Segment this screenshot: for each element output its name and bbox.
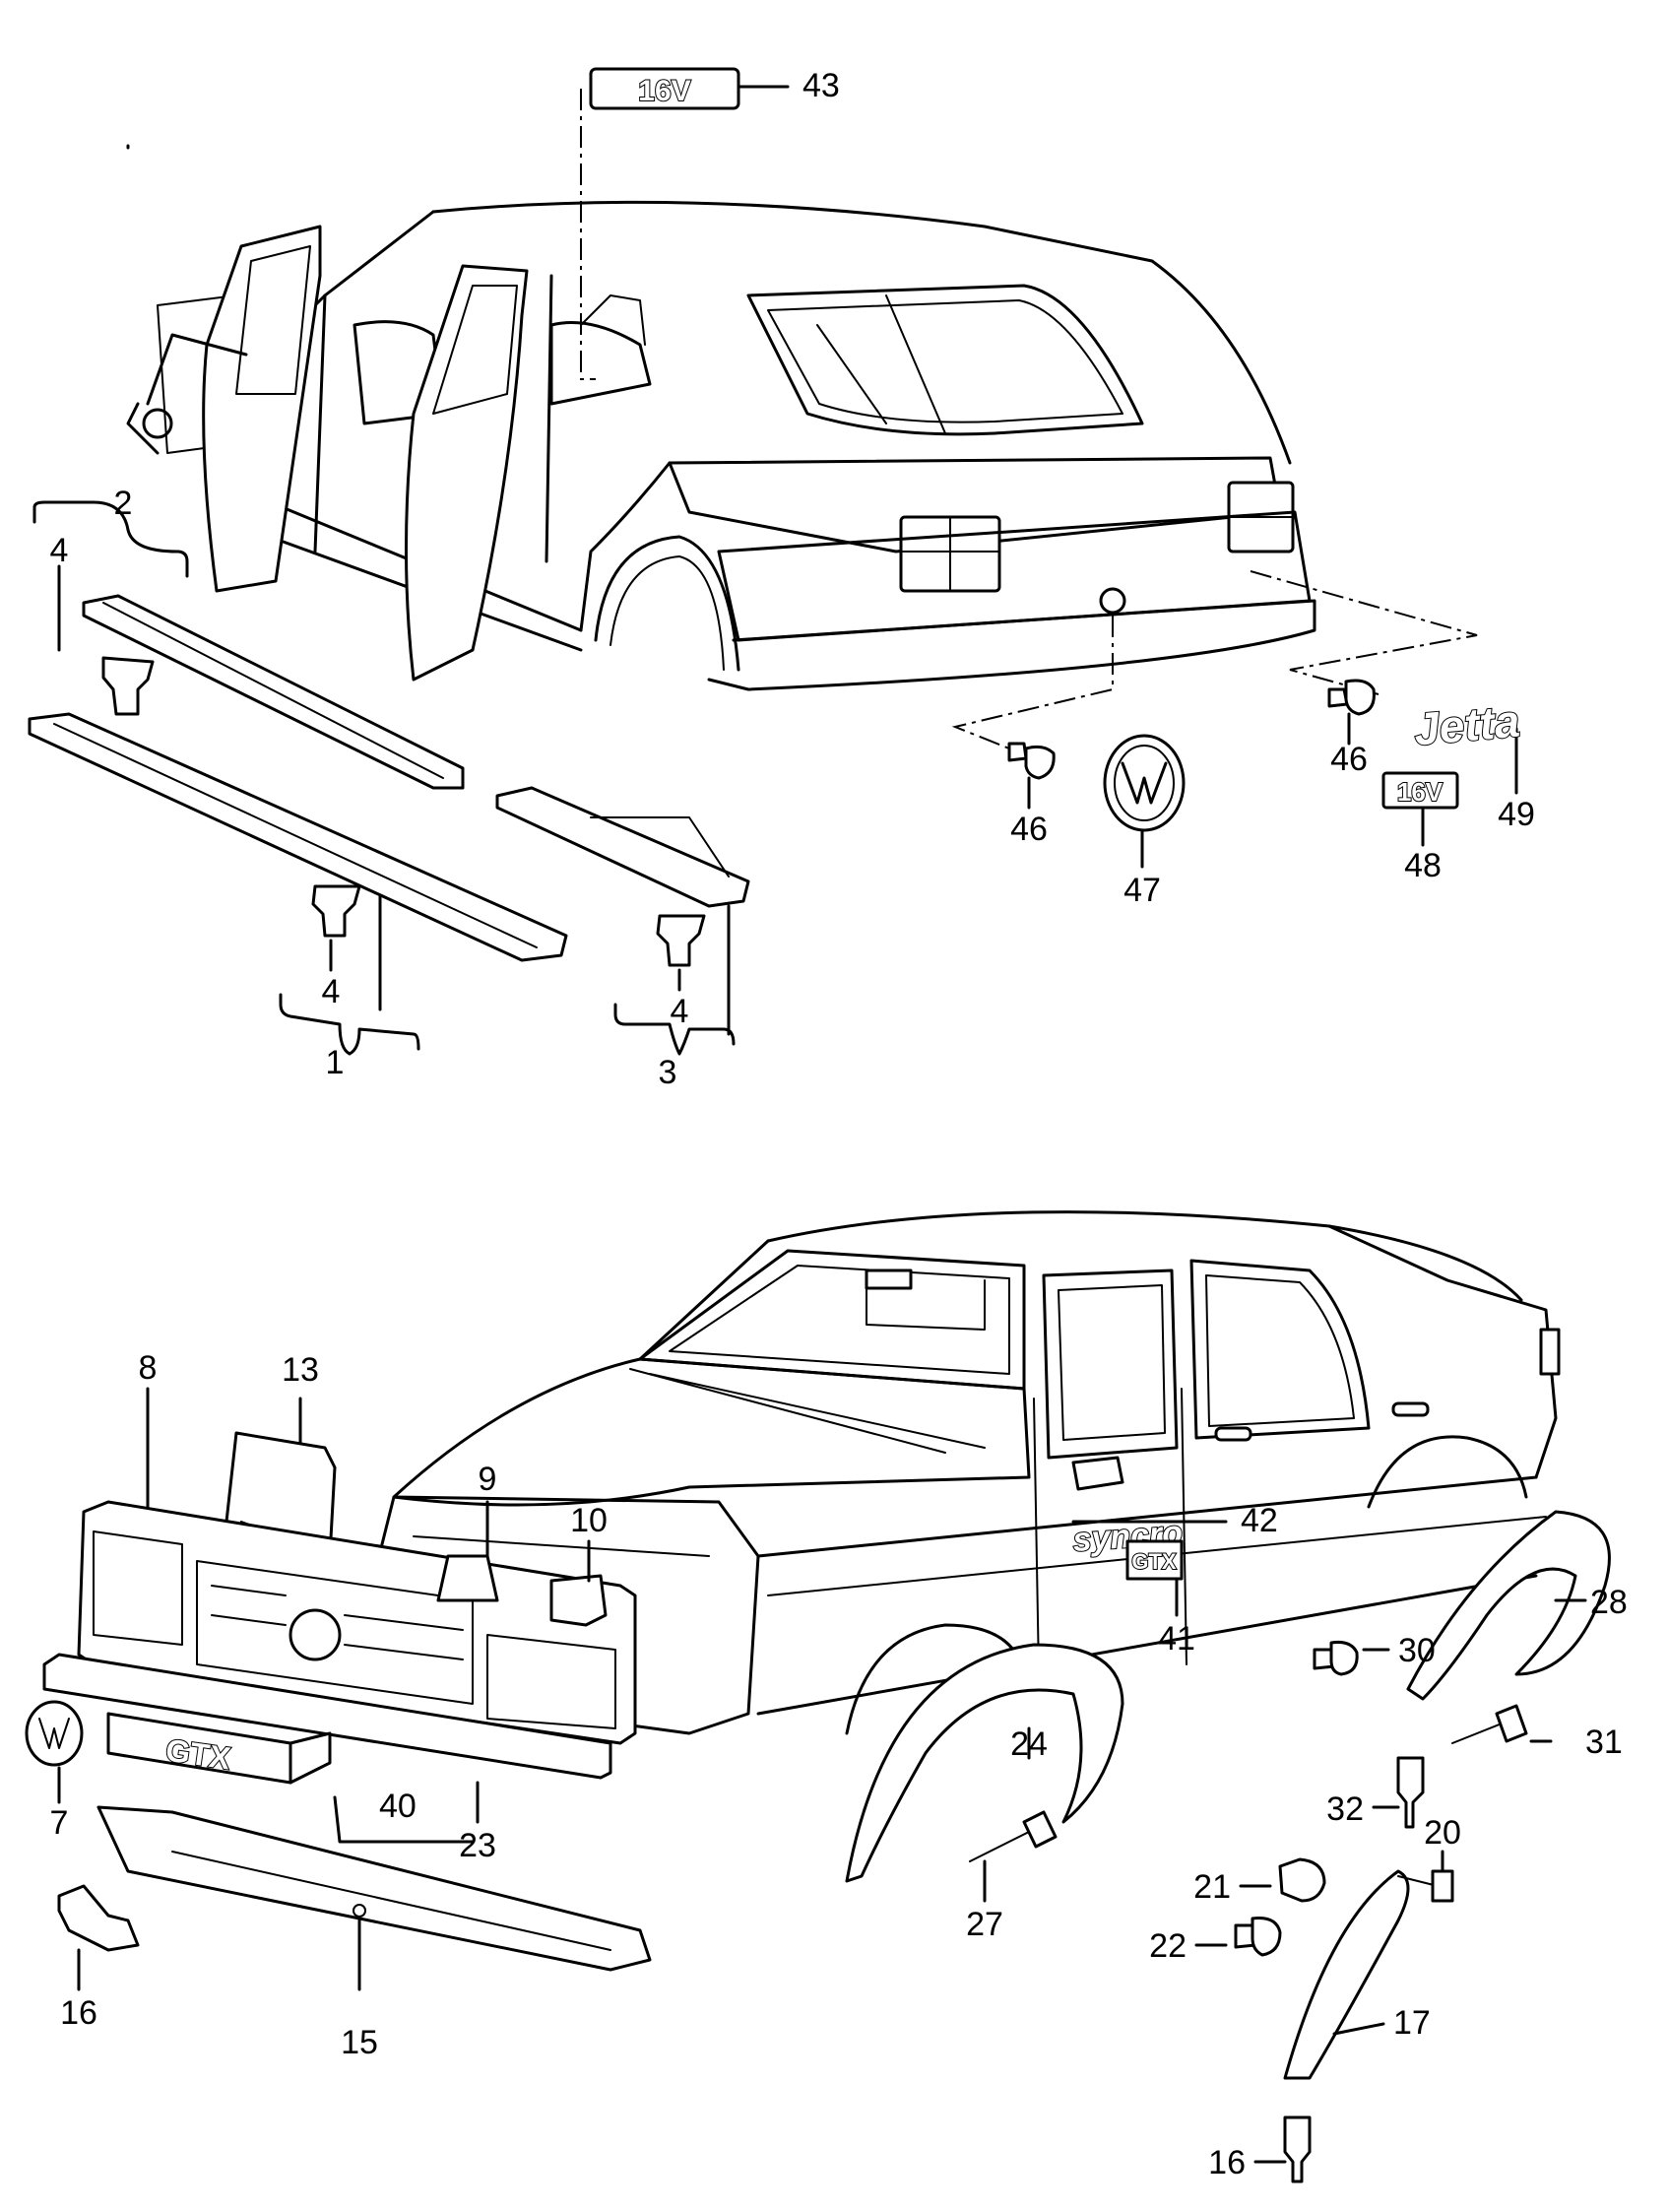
callout-4-b: 4 xyxy=(322,973,341,1010)
script-jetta-text: Jetta xyxy=(1412,694,1522,754)
callout-3: 3 xyxy=(659,1054,677,1091)
spoiler-15 xyxy=(96,1805,652,1972)
badge-16v-top: 16V xyxy=(589,67,740,110)
rear-car-body xyxy=(126,200,1316,691)
callout-24: 22 xyxy=(1149,1927,1187,1965)
callout-21: 16 xyxy=(1208,2144,1246,2181)
grommet-46-b xyxy=(1327,679,1376,716)
sill-trim-1 xyxy=(28,712,568,962)
trim-strip-17 xyxy=(42,1653,612,1780)
callout-17: 23 xyxy=(459,1827,496,1864)
callout-labels: 2 4 4 4 1 3 43 46 46 47 48 49 13 8 9 10 … xyxy=(50,67,1628,2181)
callout-13: 13 xyxy=(282,1351,319,1389)
callout-32: 31 xyxy=(1585,1724,1623,1761)
grommet-23 xyxy=(1278,1857,1326,1903)
callout-2: 2 xyxy=(114,485,133,522)
wheel-flare-30 xyxy=(1406,1510,1611,1701)
callout-27: 24 xyxy=(1010,1725,1048,1763)
rivet-22 xyxy=(1397,1869,1454,1903)
front-car-body xyxy=(372,1210,1561,1735)
bracket-2 xyxy=(32,500,189,578)
badge-16v-top-text: 16V xyxy=(638,75,690,107)
sill-trim-3 xyxy=(495,786,750,908)
callout-8: 8 xyxy=(139,1349,158,1387)
callout-22: 20 xyxy=(1424,1814,1461,1852)
clip-4-a xyxy=(101,656,155,716)
wheel-flare-27 xyxy=(845,1643,1124,1883)
callout-10: 10 xyxy=(570,1502,608,1539)
callout-20: 17 xyxy=(1393,2004,1431,2042)
callout-23: 21 xyxy=(1193,1868,1231,1906)
leader-lines-bottom xyxy=(57,1387,1587,2164)
bracket-16 xyxy=(57,1884,140,1952)
callout-4-a: 4 xyxy=(50,532,69,569)
vw-emblem-7 xyxy=(25,1700,84,1767)
part-9 xyxy=(436,1554,499,1602)
callout-15: 15 xyxy=(341,2024,378,2061)
rivet-28 xyxy=(969,1810,1058,1862)
callout-33: 32 xyxy=(1326,1790,1364,1828)
callout-1: 1 xyxy=(326,1044,345,1081)
callout-42: 42 xyxy=(1241,1502,1278,1539)
callout-47: 47 xyxy=(1123,872,1161,909)
badge-gtx-side: GTX xyxy=(1125,1539,1184,1581)
sill-trim-2 xyxy=(82,594,465,790)
vw-emblem-47 xyxy=(1103,734,1186,832)
callout-49: 49 xyxy=(1498,796,1535,833)
clip-33 xyxy=(1396,1756,1425,1829)
callout-48: 48 xyxy=(1404,847,1442,884)
badge-gtx-side-text: GTX xyxy=(1131,1549,1177,1574)
callout-28: 27 xyxy=(966,1906,1003,1943)
part-10 xyxy=(549,1574,608,1627)
badge-16v-rear: 16V xyxy=(1381,771,1459,810)
script-jetta: Jetta xyxy=(1411,693,1523,755)
grommet-24 xyxy=(1234,1917,1282,1957)
rivet-32 xyxy=(1451,1704,1528,1744)
callout-31: 30 xyxy=(1398,1632,1436,1669)
callout-4-c: 4 xyxy=(671,993,689,1030)
callout-16: 16 xyxy=(60,1994,97,2032)
badge-16v-rear-text: 16V xyxy=(1397,777,1443,807)
leader-lines-top xyxy=(57,85,1518,1036)
callout-40: 40 xyxy=(379,1788,417,1825)
grommet-31 xyxy=(1313,1641,1359,1676)
grommet-46-a xyxy=(1007,742,1056,780)
callout-30: 28 xyxy=(1590,1584,1628,1621)
callout-9: 9 xyxy=(479,1461,497,1498)
bracket-1 xyxy=(279,993,420,1056)
clip-4-b xyxy=(311,884,361,938)
callout-41: 41 xyxy=(1158,1620,1195,1658)
callout-46-b: 46 xyxy=(1330,741,1368,778)
clip-4-c xyxy=(656,914,706,967)
flare-20 xyxy=(1283,1869,1410,2080)
callout-7: 7 xyxy=(50,1804,69,1842)
clip-21 xyxy=(1283,2115,1312,2183)
callout-43: 43 xyxy=(802,67,840,104)
callout-46-a: 46 xyxy=(1010,811,1048,848)
